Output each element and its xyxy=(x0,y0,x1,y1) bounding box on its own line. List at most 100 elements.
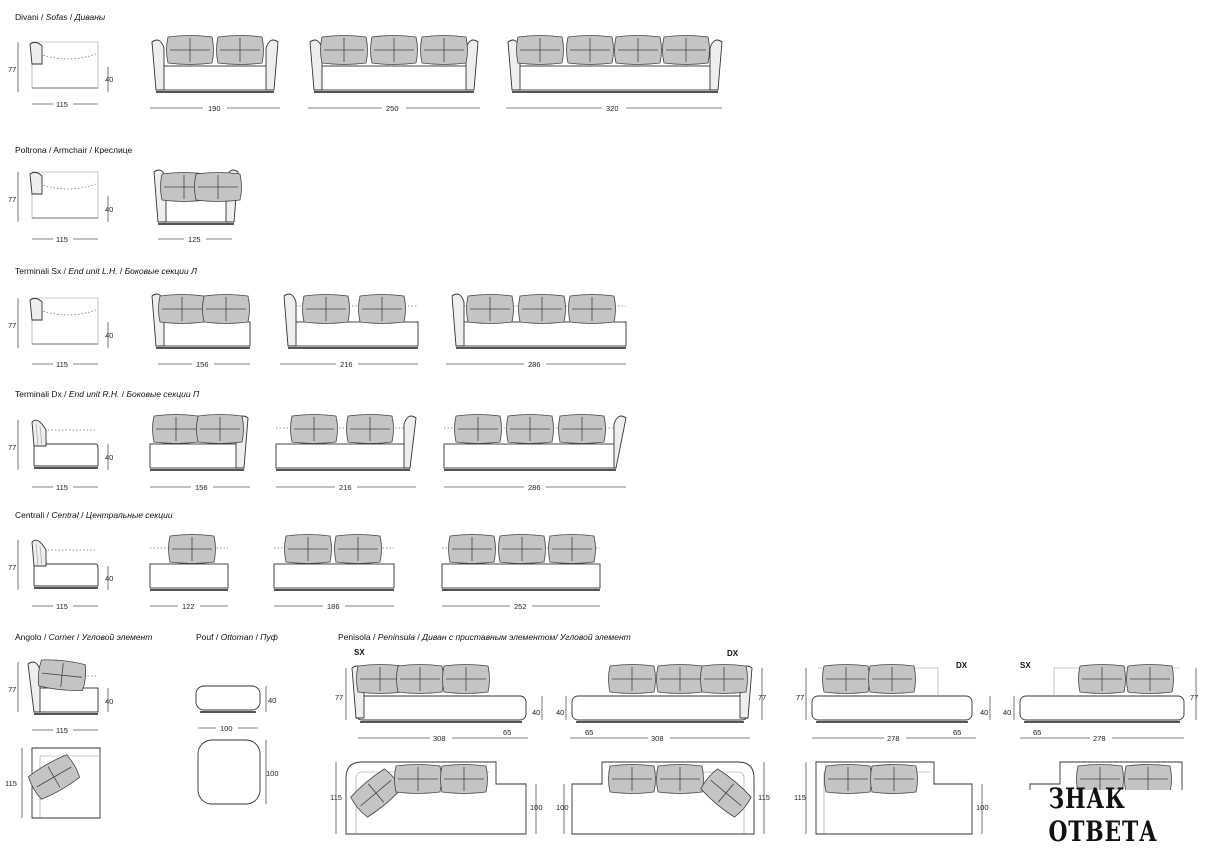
dim-seat: 40 xyxy=(105,453,113,462)
tag-sx-1: SX xyxy=(354,648,365,657)
dim-depth: 115 xyxy=(794,793,806,802)
peninsula-dx-plan xyxy=(571,761,755,835)
dim-sofa-1: 190 xyxy=(208,104,221,113)
peninsula-dx-278 xyxy=(811,664,973,723)
dim-end-lh-1: 156 xyxy=(196,360,209,369)
dim-seat: 40 xyxy=(105,75,113,84)
dim-seat: 40 xyxy=(105,205,113,214)
dim-ottoman-w: 100 xyxy=(220,724,233,733)
dim-central-2: 186 xyxy=(327,602,340,611)
ottoman-plan xyxy=(197,739,261,805)
peninsula-sx-308 xyxy=(351,664,527,723)
peninsula-sx-plan xyxy=(345,761,527,835)
central-profile xyxy=(31,539,99,589)
dim-pen-2-ext: 65 xyxy=(585,728,593,737)
dim-pen-4-long: 278 xyxy=(1093,734,1106,743)
dim-height: 77 xyxy=(8,195,16,204)
dim-pen-3-ext: 65 xyxy=(953,728,961,737)
dim-central-3: 252 xyxy=(514,602,527,611)
tag-sx-2: SX xyxy=(1020,661,1031,670)
dim-depth: 115 xyxy=(56,235,68,244)
dim-height: 77 xyxy=(1190,693,1198,702)
dim-seat: 40 xyxy=(105,331,113,340)
tag-dx-2: DX xyxy=(956,661,968,670)
peninsula-dx-308 xyxy=(571,664,753,723)
section-label-armchair: Poltrona / Armchair / Креслице xyxy=(15,145,133,155)
section-label-sofas: Divani / Sofas / Диваны xyxy=(15,12,106,22)
dim-seat: 40 xyxy=(980,708,988,717)
peninsula-sx-278 xyxy=(1019,664,1185,723)
dim-seat: 40 xyxy=(532,708,540,717)
dim-height: 77 xyxy=(8,65,16,74)
dim-seat: 40 xyxy=(105,574,113,583)
end-rh-286: 286 xyxy=(443,414,627,492)
dim-height: 77 xyxy=(796,693,804,702)
end-rh-216: 216 xyxy=(275,414,417,492)
dim-ottoman-d: 100 xyxy=(266,769,279,778)
central-186: 186 xyxy=(273,534,395,611)
dim-sofa-3: 320 xyxy=(606,104,619,113)
section-label-central: Centrali / Central / Центральные секции xyxy=(15,510,173,520)
dim-depth: 115 xyxy=(56,602,68,611)
central-122: 122 xyxy=(149,534,229,611)
dim-height: 77 xyxy=(8,321,16,330)
dim-height: 77 xyxy=(758,693,766,702)
central-252: 252 xyxy=(441,534,601,611)
dim-pen-1-long: 308 xyxy=(433,734,446,743)
dim-depth: 115 xyxy=(56,726,68,735)
dim-sofa-2: 250 xyxy=(386,104,399,113)
armchair-profile xyxy=(29,171,99,221)
dim-end-lh-3: 286 xyxy=(528,360,541,369)
dim-seat: 40 xyxy=(1003,708,1011,717)
end-lh-216: 216 xyxy=(280,293,419,369)
dim-central-1: 122 xyxy=(182,602,195,611)
watermark-text: ЗНАК ОТВЕТА xyxy=(1048,782,1158,848)
sofa-profile xyxy=(29,41,99,91)
dim-pen-3-long: 278 xyxy=(887,734,900,743)
dim-height: 77 xyxy=(8,685,16,694)
dim-height: 77 xyxy=(8,443,16,452)
end-rh-profile xyxy=(31,419,99,469)
dim-height: 77 xyxy=(8,563,16,572)
ottoman-front xyxy=(195,685,261,713)
dim-depth: 115 xyxy=(758,793,770,802)
section-label-ottoman: Pouf / Ottoman / Пуф xyxy=(196,632,278,642)
dim-depth: 115 xyxy=(330,793,342,802)
armchair-125: 125 xyxy=(153,169,242,244)
dim-end-rh-1: 156 xyxy=(195,483,208,492)
dim-end-rh-3: 286 xyxy=(528,483,541,492)
dim-corner-depth: 115 xyxy=(5,779,17,788)
end-lh-profile xyxy=(29,297,99,347)
end-lh-286: 286 xyxy=(446,293,627,369)
corner-plan xyxy=(25,747,101,819)
dim-height: 77 xyxy=(335,693,343,702)
sofa-250: 250 xyxy=(308,35,480,113)
dim-depth: 115 xyxy=(56,483,68,492)
dim-depth: 115 xyxy=(56,100,68,109)
dim-pen-3-depth: 100 xyxy=(976,803,989,812)
tag-dx-1: DX xyxy=(727,649,739,658)
dim-end-lh-2: 216 xyxy=(340,360,353,369)
dim-end-rh-2: 216 xyxy=(339,483,352,492)
sofa-320: 320 xyxy=(506,35,723,113)
dim-ottoman-h: 40 xyxy=(268,696,276,705)
watermark-stamp: ЗНАК ОТВЕТА xyxy=(1028,782,1214,848)
dim-pen-1-depth: 100 xyxy=(530,803,543,812)
dim-armchair: 125 xyxy=(188,235,201,244)
dim-depth: 115 xyxy=(56,360,68,369)
section-label-peninsula: Penisola / Peninsula / Диван с приставны… xyxy=(338,632,631,642)
end-lh-156: 156 xyxy=(151,293,251,369)
peninsula-dx-plan-2 xyxy=(815,761,973,835)
sofa-190: 190 xyxy=(150,35,280,113)
dim-pen-1-ext: 65 xyxy=(503,728,511,737)
corner-front xyxy=(27,657,99,715)
dim-pen-2-depth: 100 xyxy=(556,803,569,812)
dim-pen-4-ext: 65 xyxy=(1033,728,1041,737)
section-label-corner: Angolo / Corner / Угловой элемент xyxy=(15,632,152,642)
dim-pen-2-long: 308 xyxy=(651,734,664,743)
section-label-end-rh: Terminali Dx / End unit R.H. / Боковые с… xyxy=(15,389,200,399)
dim-seat: 40 xyxy=(556,708,564,717)
section-label-end-lh: Terminali Sx / End unit L.H. / Боковые с… xyxy=(15,266,197,276)
dim-seat: 40 xyxy=(105,697,113,706)
